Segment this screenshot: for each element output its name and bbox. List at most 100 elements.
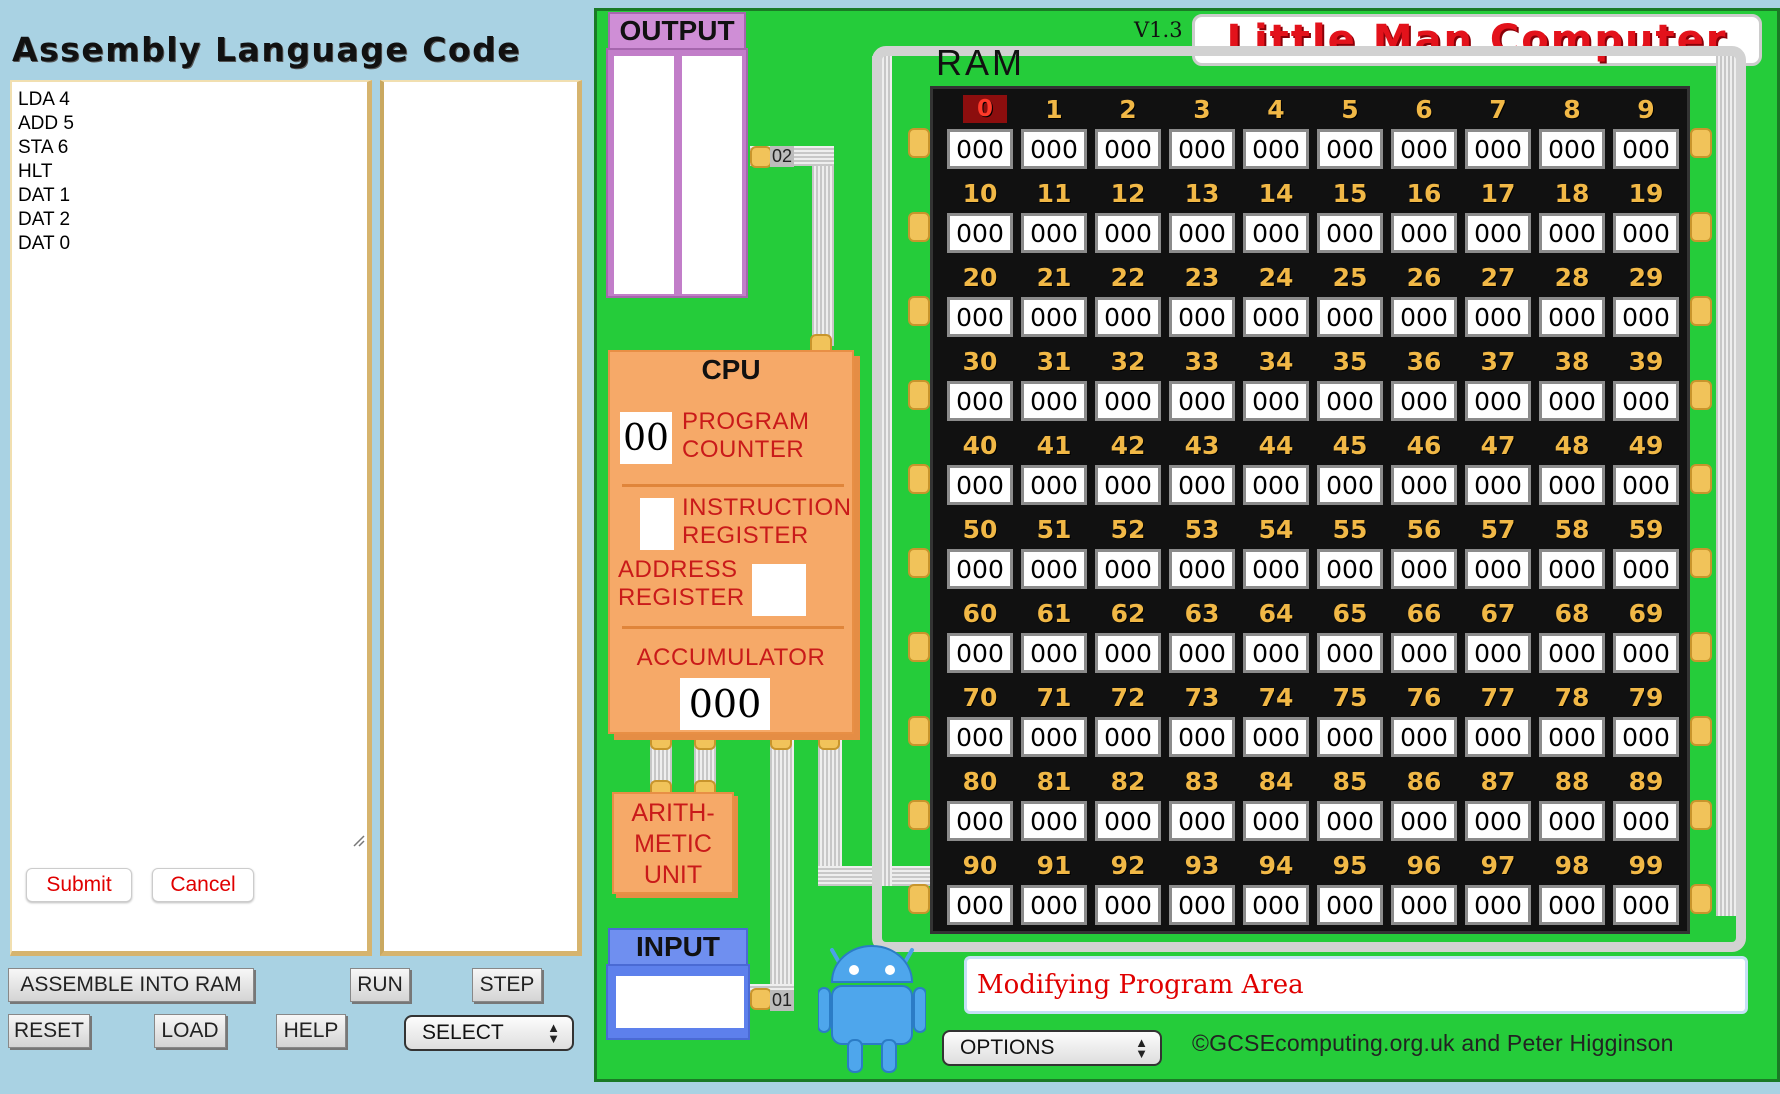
ram-value-field[interactable]: 000: [1021, 129, 1087, 169]
ram-value-field[interactable]: 000: [1465, 717, 1531, 757]
ram-value-field[interactable]: 000: [1539, 465, 1605, 505]
ram-value-field[interactable]: 000: [1243, 213, 1309, 253]
ram-value-field[interactable]: 000: [1243, 801, 1309, 841]
ram-value-field[interactable]: 000: [1095, 465, 1161, 505]
ram-value-field[interactable]: 000: [1095, 381, 1161, 421]
ram-value-field[interactable]: 000: [1243, 129, 1309, 169]
ram-value-field[interactable]: 000: [1465, 465, 1531, 505]
ram-value-field[interactable]: 000: [1243, 633, 1309, 673]
ram-value-field[interactable]: 000: [1243, 717, 1309, 757]
ram-value-field[interactable]: 000: [1095, 213, 1161, 253]
ram-value-field[interactable]: 000: [1317, 381, 1383, 421]
ram-value-field[interactable]: 000: [947, 129, 1013, 169]
ram-value-field[interactable]: 000: [1465, 885, 1531, 925]
ram-value-field[interactable]: 000: [1391, 801, 1457, 841]
ram-value-field[interactable]: 000: [1317, 801, 1383, 841]
step-button[interactable]: STEP: [472, 968, 542, 1002]
ram-value-field[interactable]: 000: [1169, 633, 1235, 673]
ram-value-field[interactable]: 000: [1539, 213, 1605, 253]
ram-value-field[interactable]: 000: [1613, 717, 1679, 757]
ram-value-field[interactable]: 000: [1169, 465, 1235, 505]
ram-value-field[interactable]: 000: [1465, 297, 1531, 337]
ram-value-field[interactable]: 000: [1613, 465, 1679, 505]
submit-button[interactable]: Submit: [26, 868, 132, 902]
ram-value-field[interactable]: 000: [1465, 129, 1531, 169]
load-button[interactable]: LOAD: [154, 1014, 226, 1048]
ram-value-field[interactable]: 000: [1465, 549, 1531, 589]
ram-value-field[interactable]: 000: [1243, 381, 1309, 421]
ram-value-field[interactable]: 000: [1243, 465, 1309, 505]
ram-value-field[interactable]: 000: [1095, 297, 1161, 337]
ram-value-field[interactable]: 000: [947, 465, 1013, 505]
ram-value-field[interactable]: 000: [1391, 465, 1457, 505]
ram-value-field[interactable]: 000: [1317, 633, 1383, 673]
ram-value-field[interactable]: 000: [1317, 549, 1383, 589]
ram-value-field[interactable]: 000: [947, 717, 1013, 757]
ram-value-field[interactable]: 000: [1613, 129, 1679, 169]
ram-value-field[interactable]: 000: [1539, 801, 1605, 841]
ram-value-field[interactable]: 000: [1169, 885, 1235, 925]
ram-value-field[interactable]: 000: [947, 633, 1013, 673]
ram-value-field[interactable]: 000: [947, 213, 1013, 253]
ram-value-field[interactable]: 000: [1169, 801, 1235, 841]
ram-value-field[interactable]: 000: [1391, 549, 1457, 589]
ram-value-field[interactable]: 000: [1465, 633, 1531, 673]
ram-value-field[interactable]: 000: [1095, 129, 1161, 169]
ram-value-field[interactable]: 000: [1391, 633, 1457, 673]
ram-value-field[interactable]: 000: [1613, 885, 1679, 925]
ram-value-field[interactable]: 000: [1539, 885, 1605, 925]
ram-value-field[interactable]: 000: [1021, 549, 1087, 589]
ram-value-field[interactable]: 000: [947, 297, 1013, 337]
ram-value-field[interactable]: 000: [947, 801, 1013, 841]
ram-value-field[interactable]: 000: [1391, 717, 1457, 757]
ram-value-field[interactable]: 000: [1391, 129, 1457, 169]
ram-value-field[interactable]: 000: [1021, 633, 1087, 673]
ram-value-field[interactable]: 000: [1539, 717, 1605, 757]
ram-value-field[interactable]: 000: [1391, 381, 1457, 421]
ram-value-field[interactable]: 000: [1613, 549, 1679, 589]
ram-value-field[interactable]: 000: [1539, 549, 1605, 589]
options-dropdown[interactable]: OPTIONS ▲▼: [942, 1030, 1162, 1066]
resize-grip-icon[interactable]: [351, 833, 365, 847]
ram-value-field[interactable]: 000: [947, 549, 1013, 589]
ram-value-field[interactable]: 000: [1613, 381, 1679, 421]
ram-value-field[interactable]: 000: [1243, 549, 1309, 589]
ram-value-field[interactable]: 000: [1539, 633, 1605, 673]
code-lines[interactable]: LDA 4 ADD 5 STA 6 HLT DAT 1 DAT 2 DAT 0: [18, 88, 74, 256]
ram-value-field[interactable]: 000: [1539, 297, 1605, 337]
ram-value-field[interactable]: 000: [1095, 885, 1161, 925]
ram-value-field[interactable]: 000: [1095, 801, 1161, 841]
ram-value-field[interactable]: 000: [1391, 297, 1457, 337]
ram-value-field[interactable]: 000: [1243, 885, 1309, 925]
ram-value-field[interactable]: 000: [1317, 213, 1383, 253]
assemble-into-ram-button[interactable]: ASSEMBLE INTO RAM: [8, 968, 254, 1002]
ram-value-field[interactable]: 000: [1095, 633, 1161, 673]
ram-value-field[interactable]: 000: [1317, 129, 1383, 169]
ram-value-field[interactable]: 000: [1169, 381, 1235, 421]
ram-value-field[interactable]: 000: [1169, 129, 1235, 169]
ram-value-field[interactable]: 000: [1021, 213, 1087, 253]
ram-value-field[interactable]: 000: [1021, 381, 1087, 421]
ram-value-field[interactable]: 000: [1169, 549, 1235, 589]
ram-value-field[interactable]: 000: [1169, 717, 1235, 757]
ram-value-field[interactable]: 000: [1243, 297, 1309, 337]
ram-value-field[interactable]: 000: [1465, 801, 1531, 841]
ram-value-field[interactable]: 000: [1317, 465, 1383, 505]
ram-value-field[interactable]: 000: [1317, 297, 1383, 337]
ram-value-field[interactable]: 000: [1613, 633, 1679, 673]
ram-value-field[interactable]: 000: [1317, 717, 1383, 757]
ram-value-field[interactable]: 000: [1095, 717, 1161, 757]
ram-value-field[interactable]: 000: [1317, 885, 1383, 925]
run-button[interactable]: RUN: [350, 968, 410, 1002]
ram-value-field[interactable]: 000: [1613, 213, 1679, 253]
ram-value-field[interactable]: 000: [947, 885, 1013, 925]
input-field[interactable]: [616, 976, 744, 1028]
ram-value-field[interactable]: 000: [1021, 465, 1087, 505]
ram-value-field[interactable]: 000: [1169, 213, 1235, 253]
ram-value-field[interactable]: 000: [1169, 297, 1235, 337]
ram-value-field[interactable]: 000: [1539, 129, 1605, 169]
ram-value-field[interactable]: 000: [1613, 297, 1679, 337]
code-editor[interactable]: LDA 4 ADD 5 STA 6 HLT DAT 1 DAT 2 DAT 0: [10, 80, 372, 956]
ram-value-field[interactable]: 000: [1465, 381, 1531, 421]
reset-button[interactable]: RESET: [8, 1014, 90, 1048]
